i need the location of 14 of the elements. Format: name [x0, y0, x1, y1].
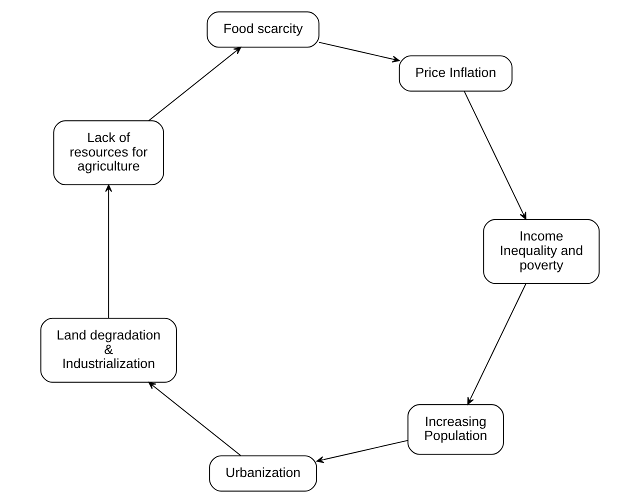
node-box: Income Inequality and poverty: [483, 219, 600, 284]
arrow: [148, 382, 242, 456]
node-box: Food scarcity: [206, 11, 320, 48]
node-box: Lack of resources for agriculture: [53, 120, 164, 186]
arrow: [318, 42, 400, 63]
arrow: [148, 46, 242, 122]
node-box: Increasing Population: [407, 404, 504, 455]
node-box: Price Inflation: [398, 55, 512, 92]
node-box: Land degradation & Industrialization: [40, 318, 177, 383]
arrow: [464, 90, 526, 220]
arrow: [316, 440, 408, 464]
node-box: Urbanization: [209, 455, 318, 492]
arrow: [105, 184, 112, 319]
arrow: [467, 283, 526, 405]
